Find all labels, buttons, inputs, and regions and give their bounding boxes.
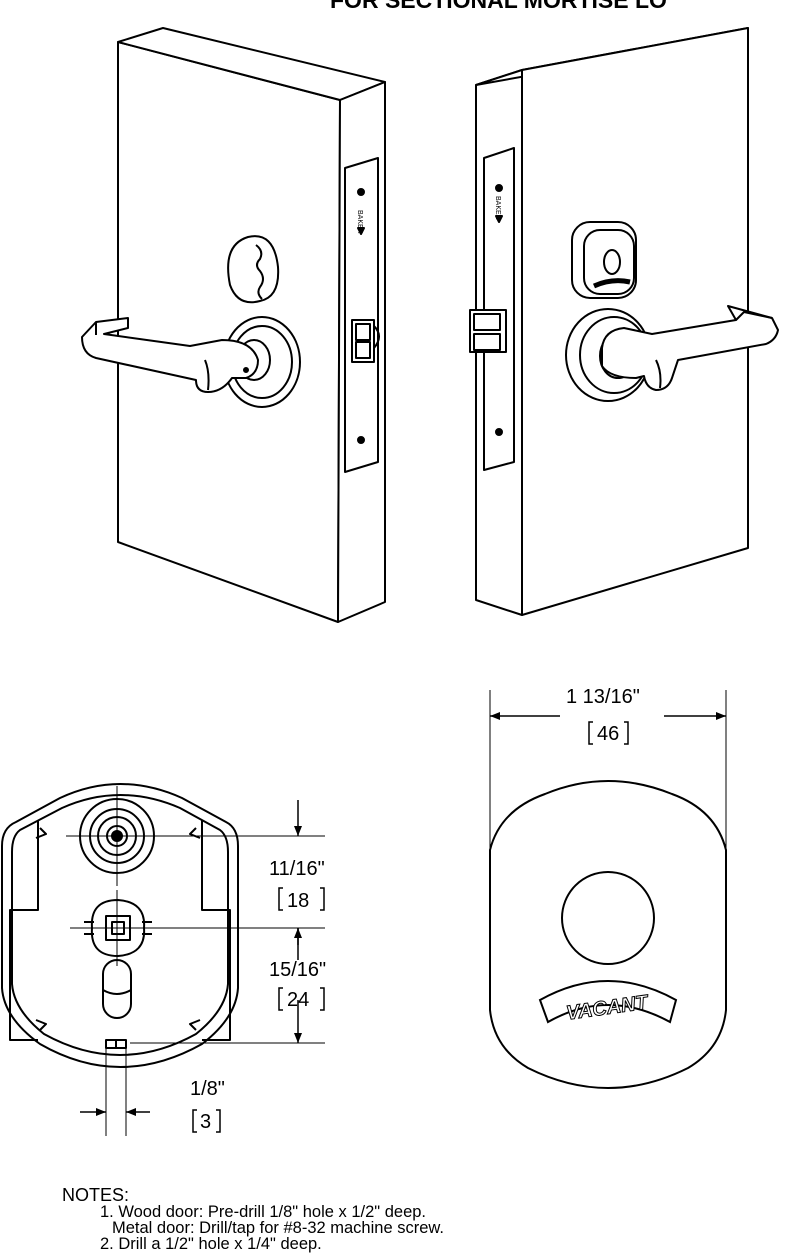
notes-section: NOTES: 1. Wood door: Pre-drill 1/8" hole… <box>62 1186 444 1252</box>
notes-heading: NOTES: <box>62 1185 130 1205</box>
dim-width-imperial: 1 13/16" <box>566 686 640 708</box>
dim-lower-imperial: 15/16" <box>269 959 326 981</box>
dim-upper-metric: 18 <box>287 890 309 912</box>
note-2-partial: 2. Drill a 1/2" hole x 1/4" deep. <box>100 1235 322 1253</box>
note-1-line-2: Metal door: Drill/tap for #8-32 machine … <box>112 1219 444 1237</box>
dim-upper-imperial: 11/16" <box>269 858 325 880</box>
faceplate-brand: BAKER <box>356 210 363 234</box>
right-door-view: BAKER <box>469 27 779 616</box>
dim-lower-metric: 24 <box>287 989 309 1011</box>
mounting-plate-view <box>1 783 325 1136</box>
dim-slot-imperial: 1/8" <box>190 1078 225 1100</box>
note-1-line-1: 1. Wood door: Pre-drill 1/8" hole x 1/2"… <box>100 1203 427 1221</box>
left-door-view: BAKER <box>81 27 386 623</box>
dim-slot-metric: 3 <box>200 1111 211 1133</box>
vacant-label: VACANT <box>565 991 651 1024</box>
page-title: FOR SECTIONAL MORTISE LO <box>330 0 667 13</box>
faceplate-brand-right: BAKER <box>494 196 501 220</box>
indicator-front-view <box>489 690 727 1089</box>
vertical-dimension-lines <box>80 800 302 1116</box>
dim-width-metric: 46 <box>597 723 619 745</box>
